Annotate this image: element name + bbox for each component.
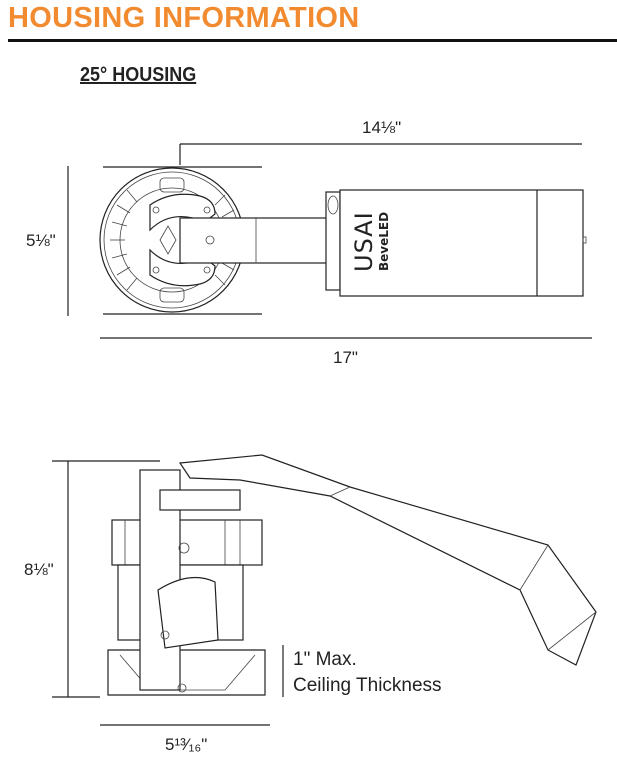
dim-label-5-1-8: 5⅛": [26, 231, 56, 250]
brand-logo: USAI: [350, 211, 378, 272]
product-logo: BeveLED: [377, 212, 391, 271]
bracket-arm: [178, 454, 597, 666]
dim-label-17: 17": [333, 348, 358, 367]
subsection-title: 25° HOUSING: [80, 64, 197, 86]
dimension-17: 17": [100, 337, 592, 367]
dim-label-14-1-8: 14⅛": [362, 118, 401, 137]
dimension-5-13-16: 5¹³⁄₁₆": [100, 724, 270, 754]
dimension-8-1-8: 8⅛": [24, 460, 160, 698]
dimension-5-1-8: 5⅛": [26, 166, 69, 316]
title-rule: [8, 39, 617, 42]
dim-label-5-13-16: 5¹³⁄₁₆": [165, 735, 207, 754]
housing-ring: [99, 167, 245, 313]
mounting-arm: [179, 217, 331, 264]
housing-body: [107, 469, 266, 696]
top-view: 14⅛" 5⅛" 17": [26, 118, 592, 367]
side-view: 8⅛" 1" Max. Ceiling T: [24, 454, 597, 754]
ceiling-note-line2: Ceiling Thickness: [293, 675, 442, 696]
driver-box: USAI BeveLED: [325, 189, 587, 297]
dim-label-8-1-8: 8⅛": [24, 560, 54, 579]
ceiling-thickness-note: 1" Max. Ceiling Thickness: [282, 645, 442, 697]
ceiling-note-line1: 1" Max.: [293, 649, 357, 670]
dimension-14-1-8: 14⅛": [179, 118, 582, 165]
section-title: HOUSING INFORMATION: [8, 2, 360, 34]
